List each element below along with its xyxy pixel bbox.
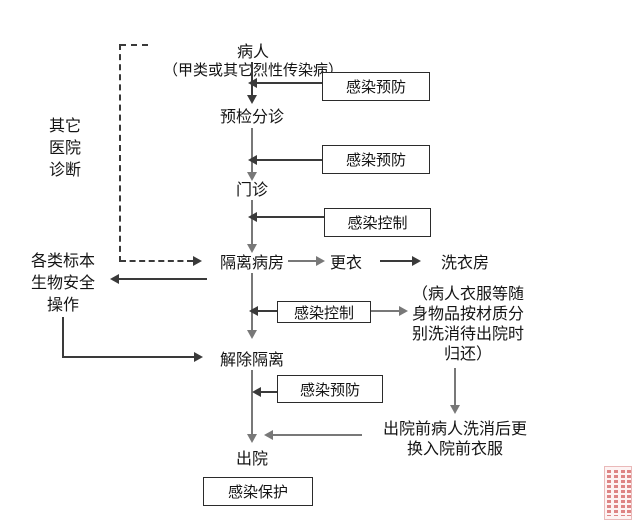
box-infection-control-2: 感染控制 <box>277 301 371 323</box>
node-outpatient: 门诊 <box>235 180 268 199</box>
node-isolation-ward: 隔离病房 <box>219 253 284 272</box>
seal-text-column <box>614 470 618 516</box>
note-belongings: （病人衣服等随 身物品按材质分 别洗消待出院时 归还） <box>411 284 524 363</box>
box-infection-prevention-2: 感染预防 <box>322 145 430 174</box>
node-change-clothes: 更衣 <box>329 253 362 272</box>
node-other-hospital-diagnosis: 其它 医院 诊断 <box>48 116 81 179</box>
patient-label: 病人 <box>236 42 269 61</box>
box-infection-control-1: 感染控制 <box>324 208 431 237</box>
node-discharge: 出院 <box>235 449 268 468</box>
note-predischarge: 出院前病人洗消后更 换入院前衣服 <box>382 419 527 458</box>
box-infection-protection: 感染保护 <box>203 477 313 506</box>
node-laundry: 洗衣房 <box>440 253 489 272</box>
seal-text-column <box>607 470 611 516</box>
box-infection-prevention-3: 感染预防 <box>277 375 383 403</box>
seal-watermark <box>604 466 632 520</box>
seal-text-column <box>627 470 631 516</box>
node-triage: 预检分诊 <box>219 107 284 126</box>
box-infection-prevention-1: 感染预防 <box>322 72 430 101</box>
node-specimen-biosafety: 各类标本 生物安全 操作 <box>30 251 95 314</box>
node-release-isolation: 解除隔离 <box>219 350 284 369</box>
seal-text-column <box>621 470 625 516</box>
